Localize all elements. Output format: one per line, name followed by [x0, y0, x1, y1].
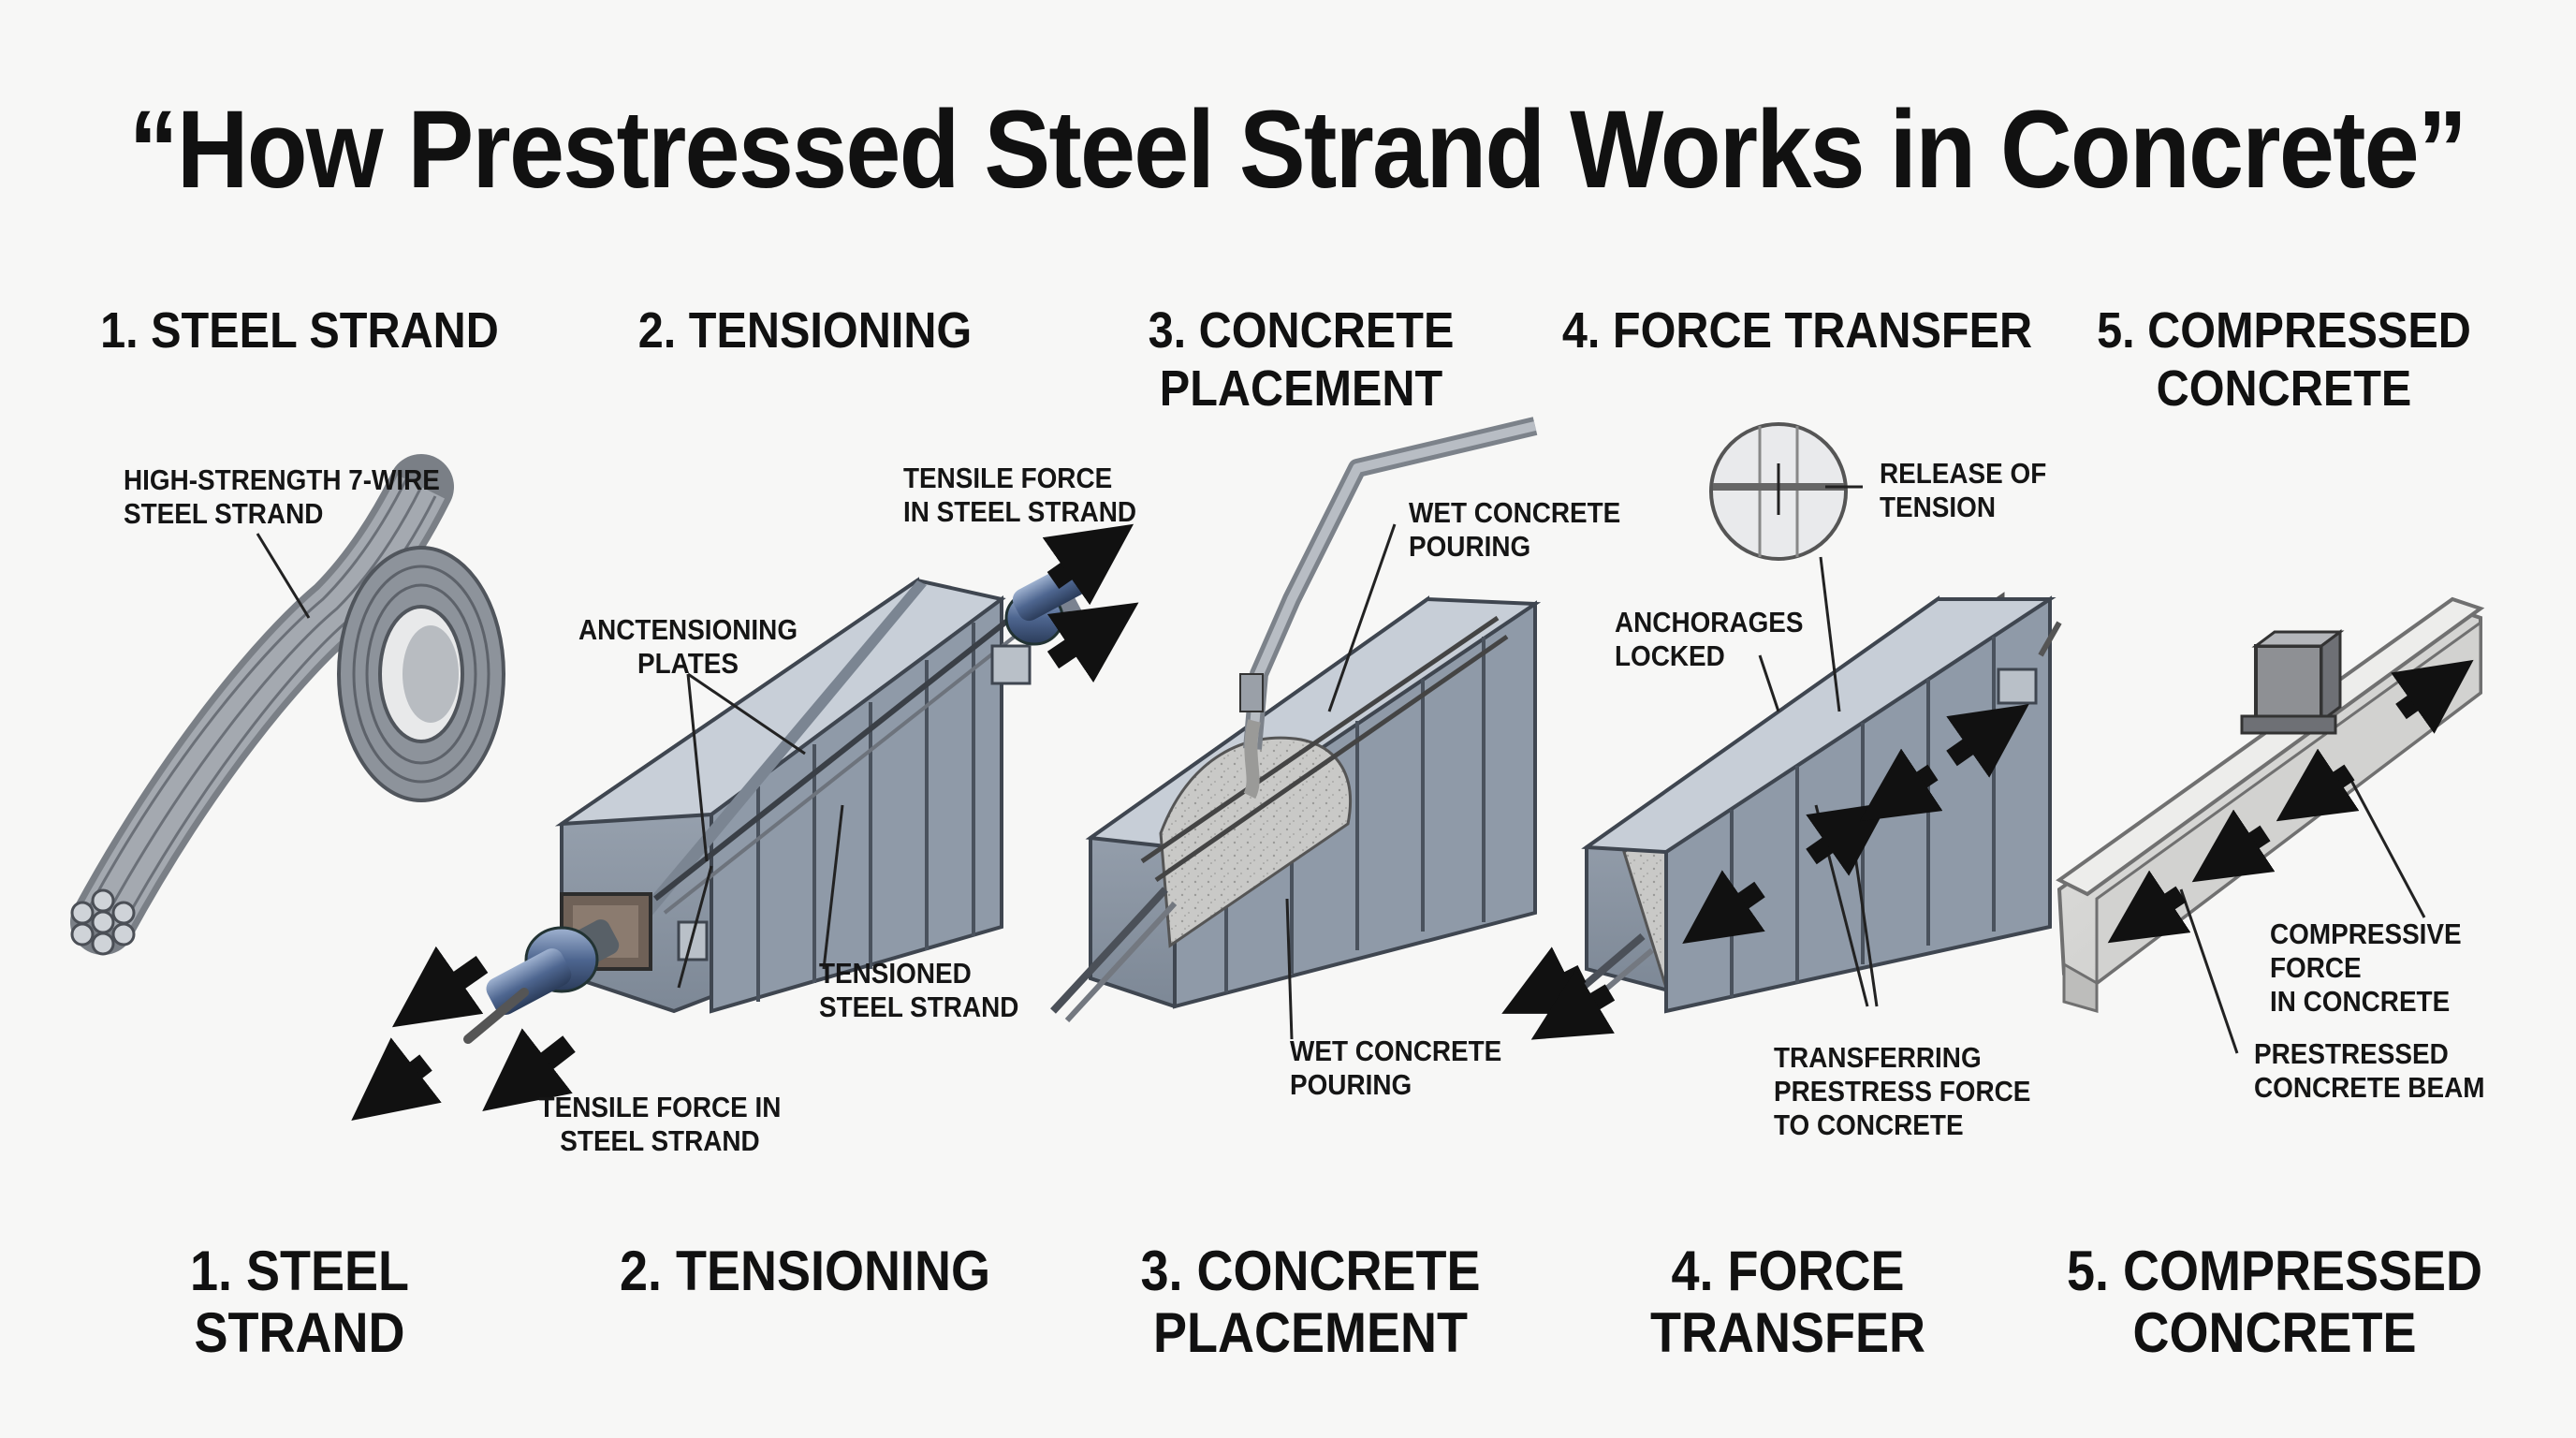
stage-3-header: 3. CONCRETE PLACEMENT [1148, 302, 1455, 417]
label-anchorages-locked: ANCHORAGES LOCKED [1615, 606, 1804, 672]
tensioning-bed [463, 564, 1087, 1044]
prestressed-beam [2056, 596, 2485, 1054]
label-tensile-top: TENSILE FORCE IN STEEL STRAND [903, 462, 1137, 528]
stage-3-footer: 3. CONCRETE PLACEMENT [1140, 1240, 1481, 1364]
label-strand: HIGH-STRENGTH 7-WIRE STEEL STRAND [124, 463, 440, 530]
stage-2-footer: 2. TENSIONING [619, 1240, 991, 1302]
label-tensile-bottom: TENSILE FORCE IN STEEL STRAND [538, 1091, 782, 1157]
stage-1-footer: 1. STEEL STRAND [189, 1240, 410, 1364]
stage-2-header: 2. TENSIONING [637, 302, 973, 359]
label-wet-concrete-top: WET CONCRETE POURING [1409, 496, 1621, 563]
label-transferring-force: TRANSFERRING PRESTRESS FORCE TO CONCRETE [1774, 1041, 2031, 1141]
label-plates: ANCTENSIONING PLATES [578, 613, 798, 680]
formwork-pour [1050, 417, 1542, 1040]
stage-4-footer: 4. FORCE TRANSFER [1649, 1240, 1925, 1364]
label-compressive-force: COMPRESSIVE FORCE IN CONCRETE [2270, 917, 2462, 1018]
transfer-arrows [1501, 704, 2029, 1040]
compression-arrows [2107, 659, 2474, 944]
label-tensioned-strand: TENSIONED STEEL STRAND [819, 957, 1019, 1023]
diagram-title: “How Prestressed Steel Strand Works in C… [128, 88, 2467, 212]
stage-4-header: 4. FORCE TRANSFER [1561, 302, 2033, 359]
label-wet-concrete-bottom: WET CONCRETE POURING [1290, 1034, 1502, 1101]
stage-5-header: 5. COMPRESSED CONCRETE [2097, 302, 2471, 417]
strand-coil [70, 454, 505, 956]
tension-arrows [351, 523, 1139, 1122]
label-release-of-tension: RELEASE OF TENSION [1880, 457, 2047, 523]
stage-5-footer: 5. COMPRESSED CONCRETE [2066, 1240, 2483, 1364]
stage-1-header: 1. STEEL STRAND [100, 302, 499, 359]
label-prestressed-beam: PRESTRESSED CONCRETE BEAM [2254, 1037, 2485, 1104]
